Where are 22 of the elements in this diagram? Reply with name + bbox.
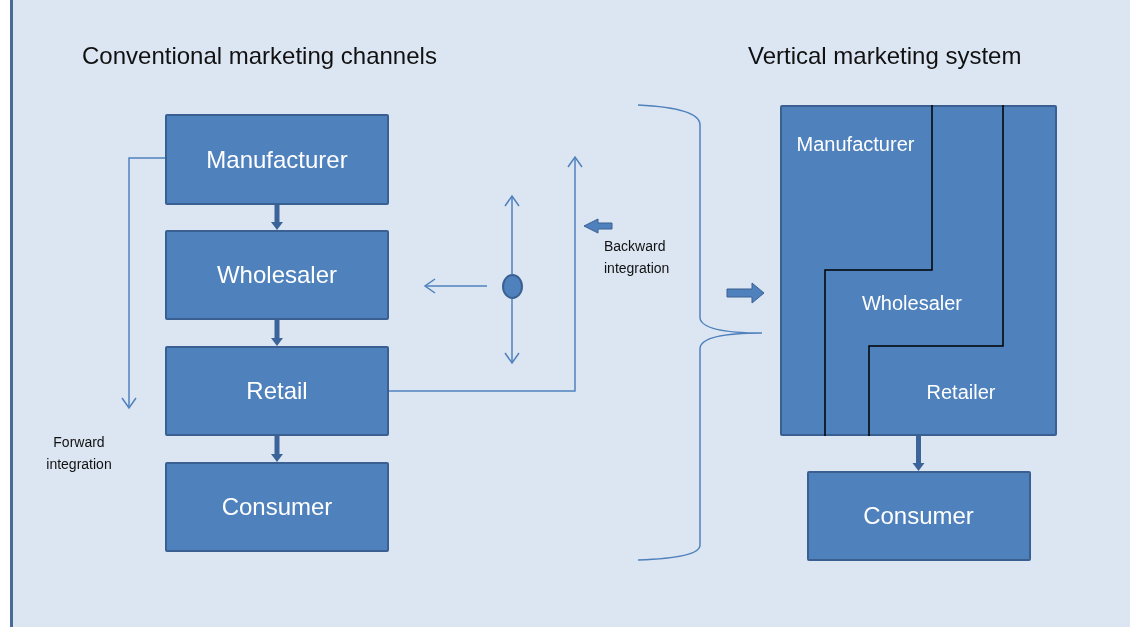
arrow	[504, 195, 520, 275]
annotation-text: Forward integration	[45, 433, 113, 475]
process-box: Consumer	[806, 471, 1031, 561]
process-box: Retail	[165, 346, 389, 436]
arrow	[912, 436, 925, 471]
arrow	[424, 278, 488, 294]
stage-label: Retailer	[916, 381, 1006, 407]
process-box: Wholesaler	[165, 230, 389, 320]
stage-label: Manufacturer	[783, 133, 928, 159]
process-box: Consumer	[165, 462, 389, 552]
heading: Vertical marketing system	[748, 42, 1022, 70]
process-box: Manufacturer	[165, 114, 389, 205]
system-box	[780, 105, 1057, 436]
heading: Conventional marketing channels	[82, 42, 437, 70]
arrow	[271, 436, 283, 462]
stage-label: Wholesaler	[852, 292, 972, 318]
arrow	[388, 156, 583, 392]
arrow	[271, 320, 283, 346]
arrow	[271, 205, 283, 230]
arrow	[504, 298, 520, 364]
annotation-text: Backward integration	[604, 237, 671, 279]
arrow	[121, 157, 166, 409]
